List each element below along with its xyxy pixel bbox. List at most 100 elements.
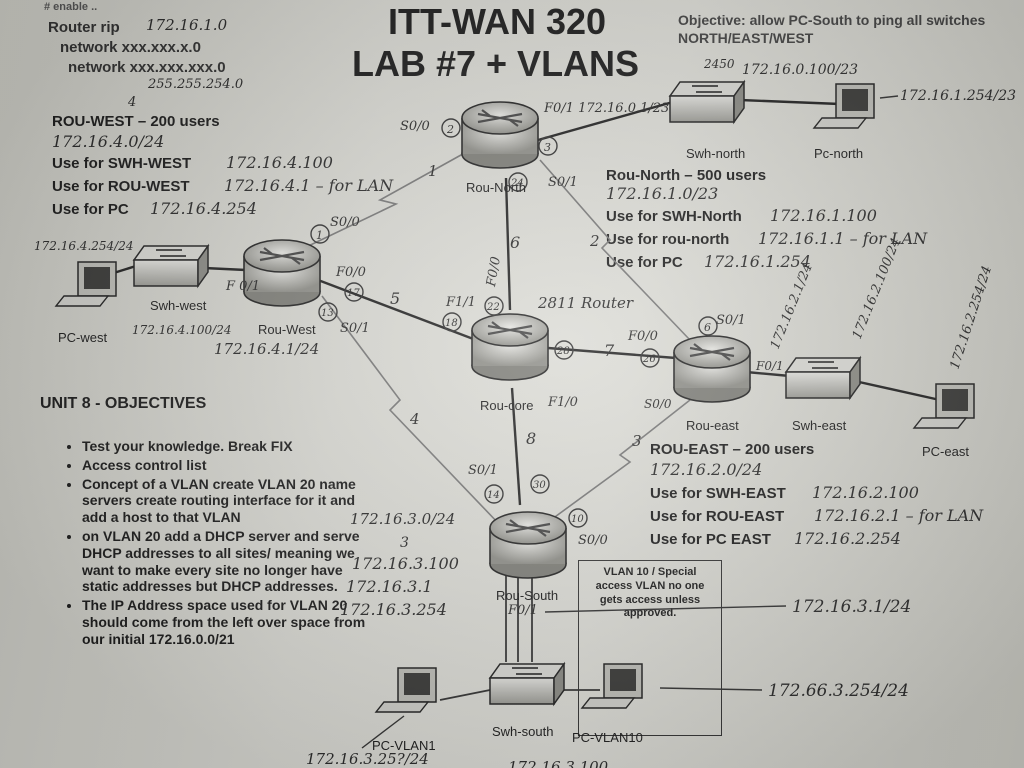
hw-south-s00: S0/0: [578, 533, 608, 548]
hw-east-ip-2: 172.16.2.100/24: [850, 236, 904, 342]
south-addr-3: 172.16.3.254: [340, 600, 447, 619]
hw-pc-north-ip: 172.16.1.254/23: [900, 88, 1016, 104]
west-line-1-label: Use for SWH-WEST: [52, 155, 192, 172]
unit8-bullet: on VLAN 20 add a DHCP server and serve D…: [82, 528, 372, 595]
port-number: 28: [556, 346, 570, 357]
east-subnet: 172.16.2.0/24: [650, 460, 763, 479]
south-addr-1: 172.16.3.100: [352, 554, 459, 573]
port-circle: [318, 302, 338, 322]
hw-swh-west-ip: 172.16.4.100/24: [132, 323, 231, 337]
unit8-heading: UNIT 8 - OBJECTIVES: [40, 395, 207, 412]
north-header: Rou-North – 500 users: [606, 167, 767, 184]
label-swh-north: Swh-north: [686, 146, 745, 161]
west-subnet: 172.16.4.0/24: [52, 132, 165, 151]
link-number: 3: [632, 432, 642, 450]
pc-east-icon: [912, 383, 975, 429]
pointer-vlan10-gw: [544, 605, 787, 613]
link-core-east: [547, 346, 677, 360]
link-number: 1: [428, 162, 438, 180]
port-circle: [310, 224, 330, 244]
east-line-1-value: 172.16.2.100: [812, 483, 919, 502]
hw-2811-router: 2811 Router: [537, 294, 634, 312]
east-line-3-label: Use for PC EAST: [650, 531, 771, 548]
hw-pc-vlan1-ip: 172.16.3.25?/24: [306, 750, 429, 768]
port-circle: [698, 316, 718, 336]
router-south-icon: [489, 511, 567, 579]
north-line-1-value: 172.16.1.100: [770, 206, 877, 225]
label-rou-east: Rou-east: [686, 418, 739, 433]
router-core-icon: [471, 313, 549, 381]
west-header: ROU-WEST – 200 users: [52, 113, 220, 130]
hw-east-s00: S0/0: [644, 397, 672, 411]
link-swheast-pc: [849, 378, 941, 402]
west-line-2-label: Use for ROU-WEST: [52, 178, 190, 195]
east-line-2-value: 172.16.2.1 – for LAN: [814, 506, 984, 525]
unit8-bullet: Test your knowledge. Break FIX: [82, 438, 372, 455]
port-number: 2: [446, 123, 454, 136]
label-pc-north: Pc-north: [814, 146, 863, 161]
router-east-icon: [673, 335, 751, 403]
south-subnet: 172.16.3.0/24: [350, 510, 456, 528]
port-circle: [508, 172, 528, 192]
pc-north-icon: [812, 83, 875, 129]
north-line-3-label: Use for PC: [606, 254, 683, 271]
pointer-vlan10-pc: [659, 687, 763, 691]
vlan10-box: [578, 560, 722, 736]
north-subnet: 172.16.1.0/23: [606, 184, 719, 203]
hw-vlan10-pc: 172.66.3.254/24: [768, 681, 909, 701]
west-line-1-value: 172.16.4.100: [226, 153, 333, 172]
link-number: 8: [526, 429, 536, 448]
switch-south-icon: [488, 661, 566, 707]
hw-pc-west-ip: 172.16.4.254/24: [34, 239, 133, 253]
hw-swh-north-ip: 172.16.0.100/23: [742, 62, 858, 78]
pointer-pc-vlan1: [361, 715, 405, 749]
hw-west-s01: S0/1: [340, 321, 370, 336]
link-number: 4: [409, 410, 420, 428]
switch-north-icon: [668, 79, 746, 125]
label-swh-south: Swh-south: [492, 724, 553, 739]
port-number: 1: [316, 229, 323, 242]
port-number: 10: [571, 514, 584, 525]
pc-vlan1-icon: [374, 667, 437, 713]
port-number: 22: [486, 302, 500, 313]
rip-value: 172.16.1.0: [146, 16, 228, 34]
label-rou-west: Rou-West: [258, 322, 316, 337]
port-number: 26: [642, 354, 656, 365]
label-swh-east: Swh-east: [792, 418, 847, 433]
hw-west-s00: S0/0: [330, 215, 360, 230]
north-line-1-label: Use for SWH-North: [606, 208, 742, 225]
label-pc-west: PC-west: [58, 330, 108, 345]
hw-north-s01: S0/1: [548, 175, 578, 190]
link-number: 6: [510, 233, 520, 252]
label-rou-north: Rou-North: [466, 180, 526, 195]
hw-north-f01: F0/1 172.16.0.1/23: [543, 101, 669, 116]
hw-rou-west-ip: 172.16.4.1/24: [214, 340, 319, 358]
hw-east-ip-3: 172.16.2.254/24: [948, 264, 996, 371]
pointer-pc-north: [879, 95, 899, 99]
hw-core-f11: F1/1: [445, 295, 476, 310]
link-core-south: [510, 387, 522, 506]
port-number: 30: [533, 480, 546, 491]
link-north-core: [504, 177, 512, 311]
port-number: 18: [445, 318, 458, 329]
hw-core-f00: F0/0: [484, 256, 504, 289]
north-line-2-label: Use for rou-north: [606, 231, 730, 248]
hw-2450: 2450: [703, 57, 735, 71]
title-line-1: ITT-WAN 320: [388, 1, 607, 42]
link-number: 7: [604, 341, 615, 360]
label-rou-core: Rou-core: [480, 398, 533, 413]
unit8-bullet: The IP Address space used for VLAN 20 sh…: [82, 597, 372, 647]
unit8-bullet: Concept of a VLAN create VLAN 20 name se…: [82, 476, 372, 526]
port-circle: [344, 282, 364, 302]
objective-text: Objective: allow PC-South to ping all sw…: [678, 12, 986, 46]
east-line-1-label: Use for SWH-EAST: [650, 485, 786, 502]
rip-mask: 255.255.254.0: [148, 77, 244, 92]
rip-top-line: # enable ..: [44, 1, 98, 13]
title-line-2: LAB #7 + VLANS: [352, 43, 640, 84]
hw-south-f01: F0/1: [507, 603, 538, 618]
hw-west-f01: F 0/1: [225, 279, 260, 294]
hw-east-ip-1: 172.16.2.1/24: [768, 261, 816, 351]
link-number: 2: [589, 232, 600, 250]
